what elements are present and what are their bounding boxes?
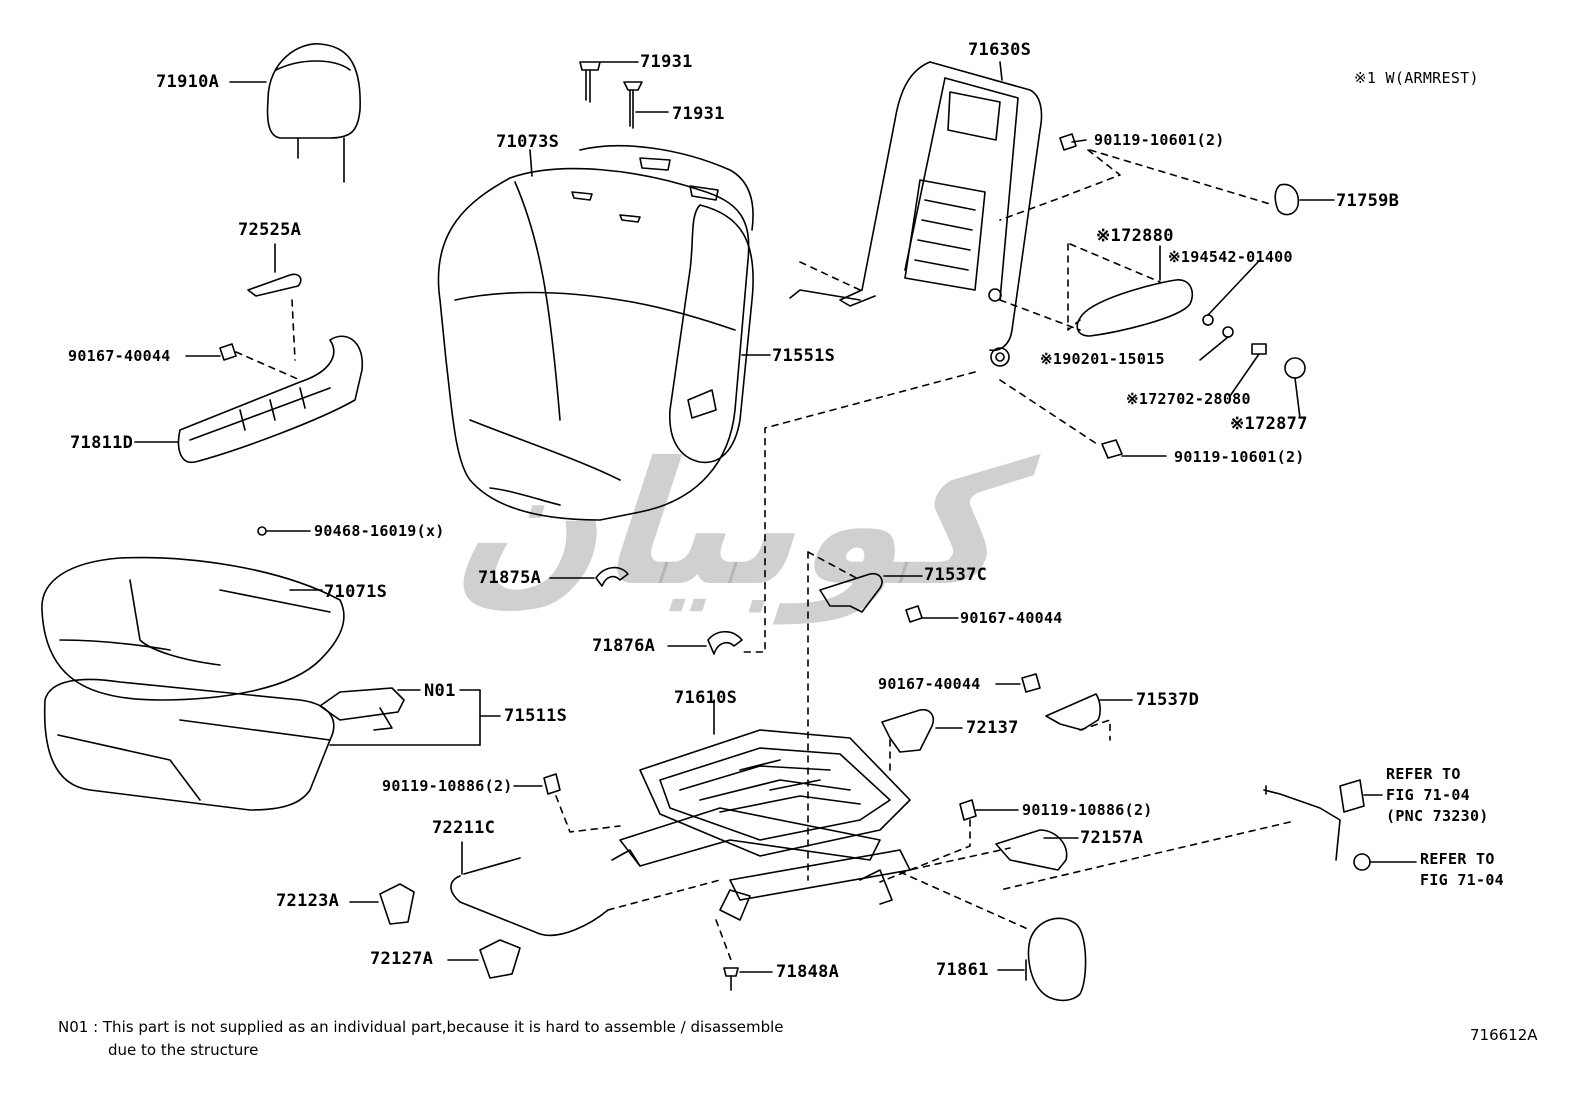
- callout-72127A: 72127A: [370, 949, 434, 969]
- callout-71511S: 71511S: [504, 706, 568, 726]
- callout-72137: 72137: [966, 718, 1019, 738]
- screw-90167-40044-left: [185, 343, 301, 381]
- armrest-note: ※1 W(ARMREST): [1354, 69, 1479, 87]
- callout-71073S: 71073S: [496, 132, 560, 152]
- callout-71537C: 71537C: [924, 565, 988, 585]
- bracket-71537C: [807, 551, 923, 881]
- callout-71630S: 71630S: [968, 40, 1032, 60]
- headrest-part: [229, 43, 361, 183]
- wire-72211C: [450, 841, 721, 937]
- refer-note-1-line3: (PNC 73230): [1386, 807, 1489, 825]
- cover-72137: [881, 708, 963, 771]
- callout-71759B: 71759B: [1336, 191, 1400, 211]
- cover-71876A: [667, 630, 743, 655]
- leader-line: [1069, 243, 1161, 283]
- bracket-71537D: [1045, 693, 1133, 741]
- callout-72157A: 72157A: [1080, 828, 1144, 848]
- callout-172877: ※172877: [1230, 414, 1308, 434]
- callout-90167-40044-right: 90167-40044: [878, 675, 981, 693]
- callout-90119-10601-upper: 90119-10601(2): [1094, 131, 1225, 149]
- callout-172702-28080: ※172702-28080: [1126, 390, 1251, 408]
- callout-90119-10886-left: 90119-10886(2): [382, 777, 513, 795]
- callout-71551S: 71551S: [772, 346, 836, 366]
- armrest-172880: [1076, 245, 1194, 337]
- seat-frame-71610S: [639, 699, 911, 857]
- callout-71861: 71861: [936, 960, 989, 980]
- callout-72525A: 72525A: [238, 220, 302, 240]
- cover-71875A: [549, 566, 629, 587]
- callout-190201-15015: ※190201-15015: [1040, 350, 1165, 368]
- callout-90468-16019: 90468-16019(x): [314, 522, 445, 540]
- leader-line: [1067, 243, 1081, 331]
- figure-id: 716612A: [1470, 1026, 1538, 1044]
- callout-71875A: 71875A: [478, 568, 542, 588]
- ring-90468: [257, 526, 311, 536]
- refer-note-2-line2: FIG 71-04: [1420, 871, 1504, 889]
- refer-note-2-line1: REFER TO: [1420, 850, 1495, 868]
- knob-71861: [899, 871, 1087, 1002]
- seat-rails: [611, 807, 911, 921]
- callout-71071S: 71071S: [324, 582, 388, 602]
- seatback-cover-part: [437, 144, 754, 521]
- callout-71931-top: 71931: [640, 52, 693, 72]
- callout-N01: N01: [424, 681, 456, 701]
- footnote-line-2: due to the structure: [108, 1041, 259, 1059]
- bolt-90119-10601-lower: [1101, 439, 1167, 459]
- clip-72127A: [447, 939, 521, 979]
- bolt-90119-10886-right: [879, 799, 1019, 883]
- callout-72211C: 72211C: [432, 818, 496, 838]
- side-trim-71811D: [134, 335, 363, 464]
- sensor-mat-N01: [319, 687, 501, 746]
- cover-71759B: [1274, 183, 1335, 216]
- bolt-90119-10601-upper: [1059, 133, 1087, 151]
- refer-note-1-line1: REFER TO: [1386, 765, 1461, 783]
- bolt-90119-10886-left: [513, 773, 621, 833]
- clip-part-71931: [579, 61, 669, 129]
- leader-line: [999, 379, 1101, 447]
- seat-cushion-pad: [43, 678, 335, 811]
- leader-line: [741, 371, 976, 653]
- callout-71876A: 71876A: [592, 636, 656, 656]
- callout-71848A: 71848A: [776, 962, 840, 982]
- callout-71811D: 71811D: [70, 433, 134, 453]
- callout-90167-40044-mid: 90167-40044: [960, 609, 1063, 627]
- side-panel-part: [669, 204, 771, 464]
- armrest-small-parts: [1199, 261, 1306, 419]
- leader-line: [1089, 149, 1271, 205]
- callout-90167-40044-left: 90167-40044: [68, 347, 171, 365]
- clip-72525A: [247, 243, 302, 361]
- callout-172880: ※172880: [1096, 226, 1174, 246]
- leader-line: [999, 149, 1121, 221]
- seatback-frame-part: [789, 61, 1043, 367]
- bolt-71848A: [715, 919, 773, 991]
- callout-90119-10886-right: 90119-10886(2): [1022, 801, 1153, 819]
- leader-line: [799, 261, 1081, 331]
- screw-90167-40044-mid: [905, 605, 959, 623]
- seatbelt-buckle: [999, 779, 1417, 891]
- callout-72123A: 72123A: [276, 891, 340, 911]
- clip-72123A: [349, 883, 415, 925]
- screw-90167-40044-right: [995, 673, 1041, 693]
- footnote-line-1: N01 : This part is not supplied as an in…: [58, 1018, 784, 1036]
- callout-71931-bottom: 71931: [672, 104, 725, 124]
- seat-cushion-cover: [41, 556, 345, 701]
- callout-71537D: 71537D: [1136, 690, 1200, 710]
- callout-71610S: 71610S: [674, 688, 738, 708]
- refer-note-1-line2: FIG 71-04: [1386, 786, 1470, 804]
- cover-72157A: [899, 829, 1079, 873]
- callout-71910A: 71910A: [156, 72, 220, 92]
- callout-90119-10601-lower: 90119-10601(2): [1174, 448, 1305, 466]
- callout-194542-01400: ※194542-01400: [1168, 248, 1293, 266]
